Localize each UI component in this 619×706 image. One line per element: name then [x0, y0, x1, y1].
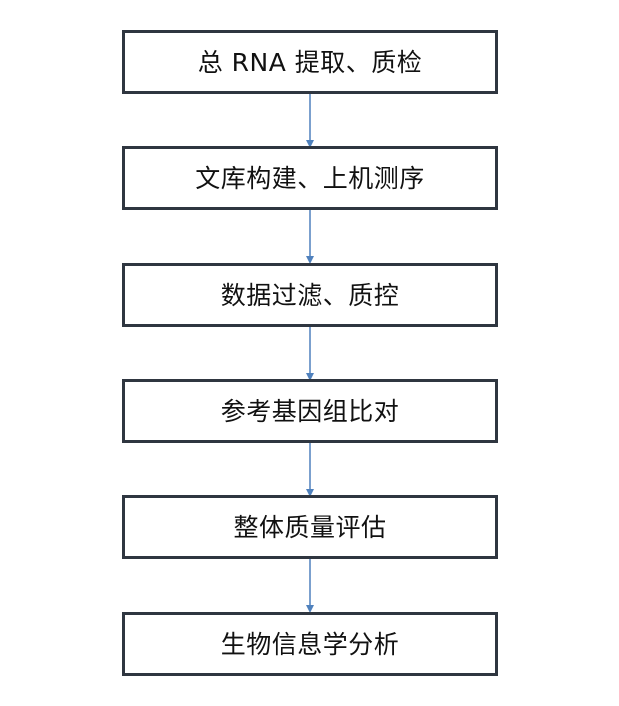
step-label: 总 RNA 提取、质检: [197, 47, 423, 77]
step-box-rna-extraction: 总 RNA 提取、质检: [122, 30, 498, 94]
step-box-genome-alignment: 参考基因组比对: [122, 379, 498, 443]
step-label: 整体质量评估: [233, 512, 387, 542]
step-label: 参考基因组比对: [220, 396, 400, 426]
step-box-bioinformatics-analysis: 生物信息学分析: [122, 612, 498, 676]
step-box-quality-assessment: 整体质量评估: [122, 495, 498, 559]
step-box-data-filtering: 数据过滤、质控: [122, 263, 498, 327]
step-label: 文库构建、上机测序: [195, 163, 425, 193]
step-label: 数据过滤、质控: [220, 280, 400, 310]
step-box-library-sequencing: 文库构建、上机测序: [122, 146, 498, 210]
step-label: 生物信息学分析: [220, 629, 400, 659]
